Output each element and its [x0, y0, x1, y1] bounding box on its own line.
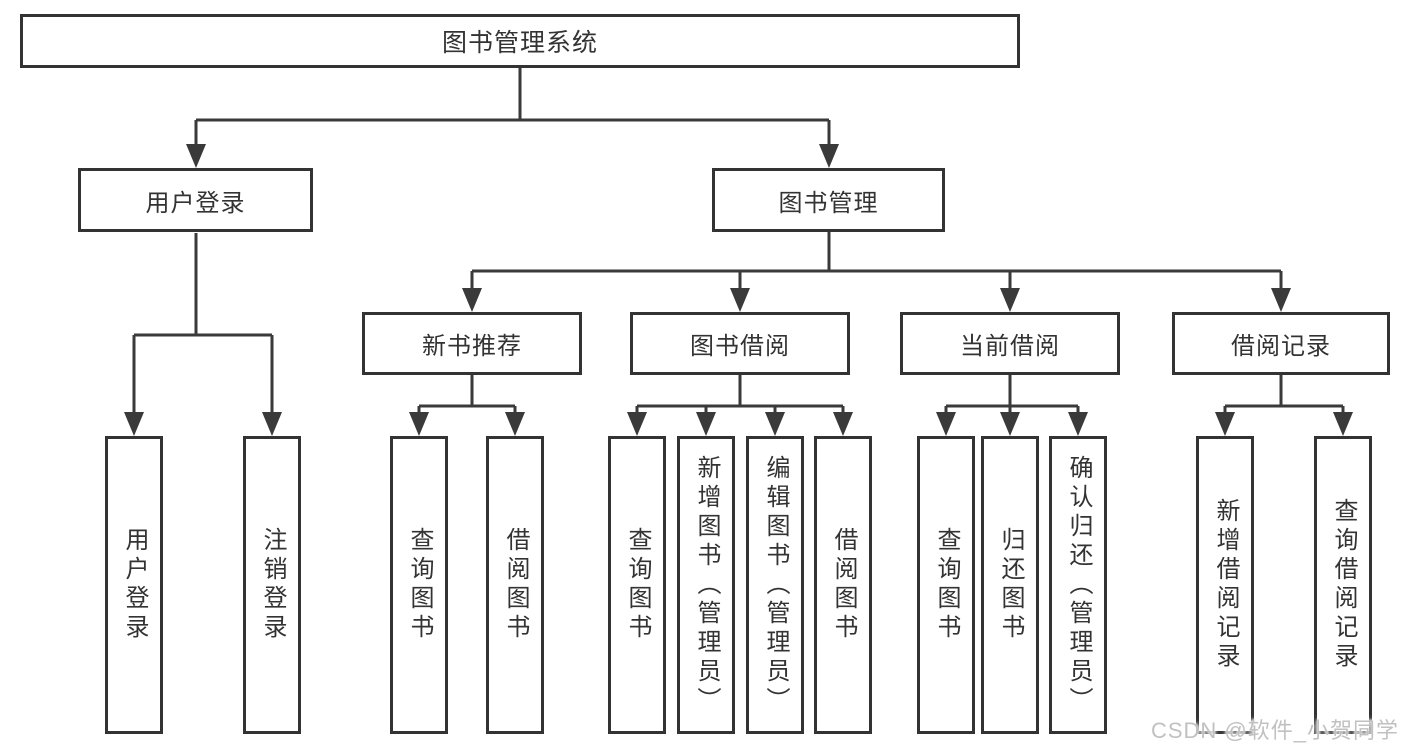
node-book-borrow: 图书借阅: [630, 312, 850, 375]
connector-new-book-rec-children: [417, 375, 517, 414]
arrowhead: [819, 144, 839, 168]
leaf-return-book: 归还图书: [981, 436, 1039, 734]
arrowhead: [409, 412, 429, 436]
node-user-login: 用户登录: [78, 168, 313, 232]
leaf-logout: 注销登录: [243, 436, 301, 734]
arrowhead: [936, 412, 956, 436]
leaf-add-book-admin: 新增图书（管理员）: [677, 436, 735, 734]
connector-current-borrow-children: [944, 375, 1080, 414]
leaf-query-books-current: 查询图书: [917, 436, 975, 734]
node-book-management: 图书管理: [712, 168, 945, 232]
connector-root-to-level2: [194, 68, 831, 146]
arrowhead: [462, 288, 482, 312]
leaf-query-books-borrow: 查询图书: [608, 436, 666, 734]
connector-user-login-children: [132, 233, 274, 414]
arrowhead: [186, 144, 206, 168]
csdn-watermark: CSDN @软件_小贺同学: [1150, 718, 1399, 743]
arrowhead: [505, 412, 525, 436]
leaf-query-books-recommend: 查询图书: [390, 436, 448, 734]
leaf-user-login: 用户登录: [105, 436, 163, 734]
leaf-borrow-books-recommend: 借阅图书: [486, 436, 544, 734]
node-root: 图书管理系统: [20, 14, 1020, 68]
leaf-add-borrow-record: 新增借阅记录: [1196, 436, 1254, 734]
arrowhead: [1068, 412, 1088, 436]
node-borrow-records: 借阅记录: [1172, 312, 1390, 375]
arrowhead: [262, 412, 282, 436]
arrowhead: [1215, 412, 1235, 436]
connector-book-management-children: [470, 232, 1283, 290]
connector-book-borrow-children: [635, 375, 845, 414]
arrowhead: [1271, 288, 1291, 312]
arrowhead: [1000, 412, 1020, 436]
connector-borrow-records-children: [1223, 375, 1345, 414]
node-current-borrow: 当前借阅: [900, 312, 1120, 375]
leaf-borrow-books: 借阅图书: [814, 436, 872, 734]
node-new-book-recommend: 新书推荐: [362, 312, 582, 375]
arrowhead: [1333, 412, 1353, 436]
arrowhead: [730, 288, 750, 312]
arrowhead: [833, 412, 853, 436]
leaf-edit-book-admin: 编辑图书（管理员）: [746, 436, 804, 734]
arrowhead: [1000, 288, 1020, 312]
arrowhead: [627, 412, 647, 436]
leaf-query-borrow-record: 查询借阅记录: [1314, 436, 1372, 734]
arrowhead: [765, 412, 785, 436]
arrowhead: [124, 412, 144, 436]
leaf-confirm-return-admin: 确认归还（管理员）: [1049, 436, 1107, 734]
arrowhead: [696, 412, 716, 436]
